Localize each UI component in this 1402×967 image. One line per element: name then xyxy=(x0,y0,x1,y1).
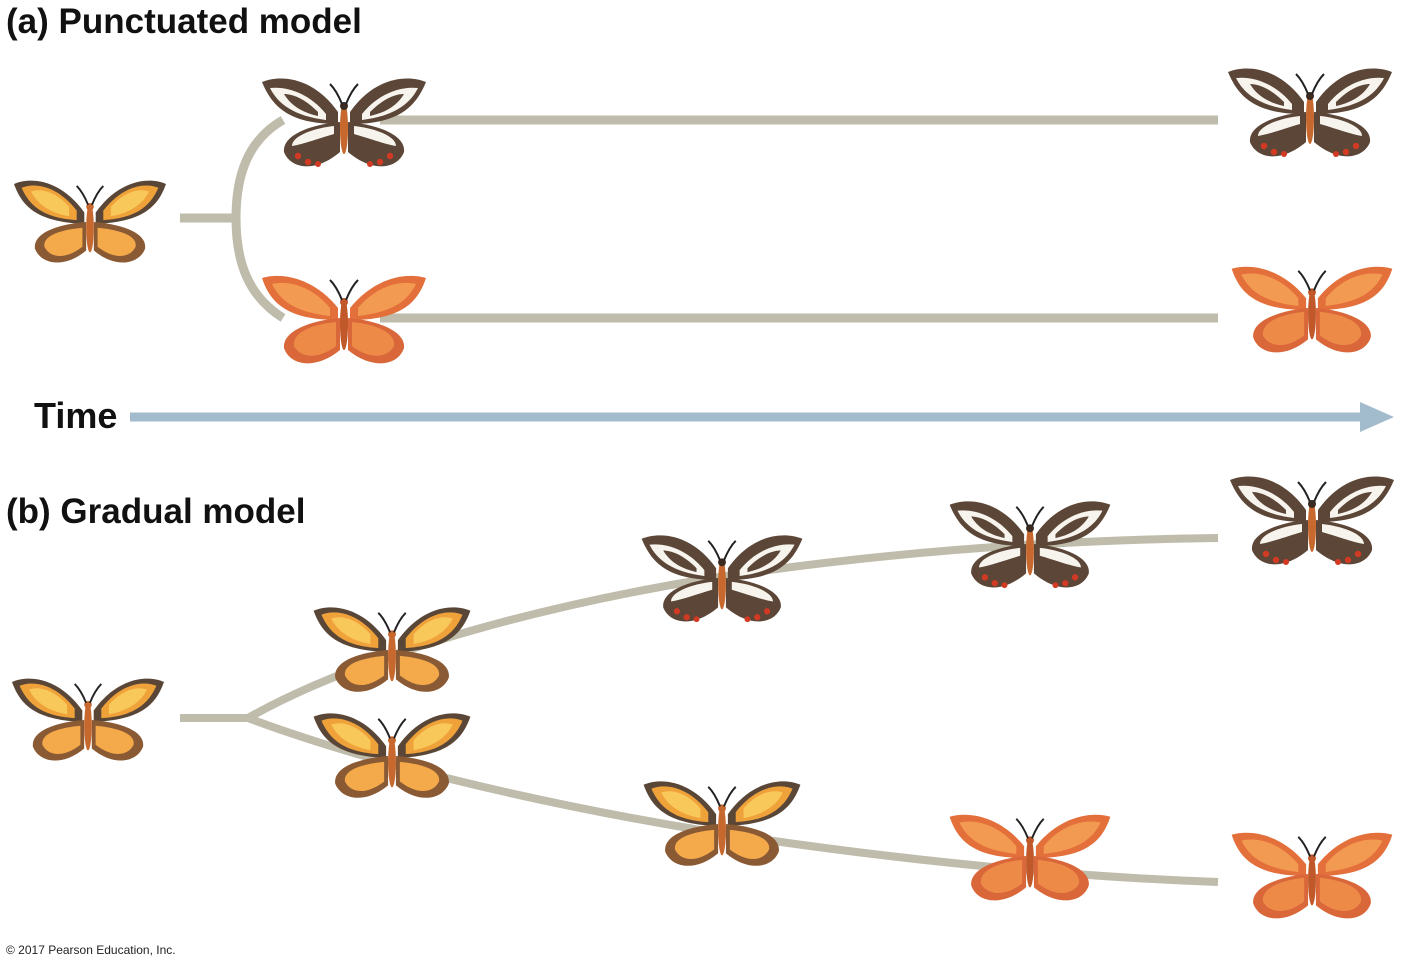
punctuated-branches xyxy=(180,115,1218,323)
copyright-notice: © 2017 Pearson Education, Inc. xyxy=(6,943,176,957)
butterfly-icon xyxy=(1230,831,1394,920)
butterfly-icon xyxy=(1230,265,1394,354)
butterfly-icon xyxy=(11,677,165,762)
butterfly-icon xyxy=(640,534,804,624)
butterfly-icon xyxy=(312,606,472,693)
punctuated-fork xyxy=(231,116,286,322)
butterfly-icon xyxy=(948,813,1112,902)
time-axis-label: Time xyxy=(34,395,118,436)
butterfly-icon xyxy=(1229,475,1395,566)
time-arrowhead xyxy=(1360,402,1394,432)
butterfly-icon xyxy=(1227,67,1393,158)
panel-b-title: (b) Gradual model xyxy=(6,492,306,531)
time-arrow xyxy=(130,402,1394,432)
butterfly-icon xyxy=(312,712,472,799)
panel-a-title: (a) Punctuated model xyxy=(6,2,362,41)
butterfly-icon xyxy=(13,179,167,264)
